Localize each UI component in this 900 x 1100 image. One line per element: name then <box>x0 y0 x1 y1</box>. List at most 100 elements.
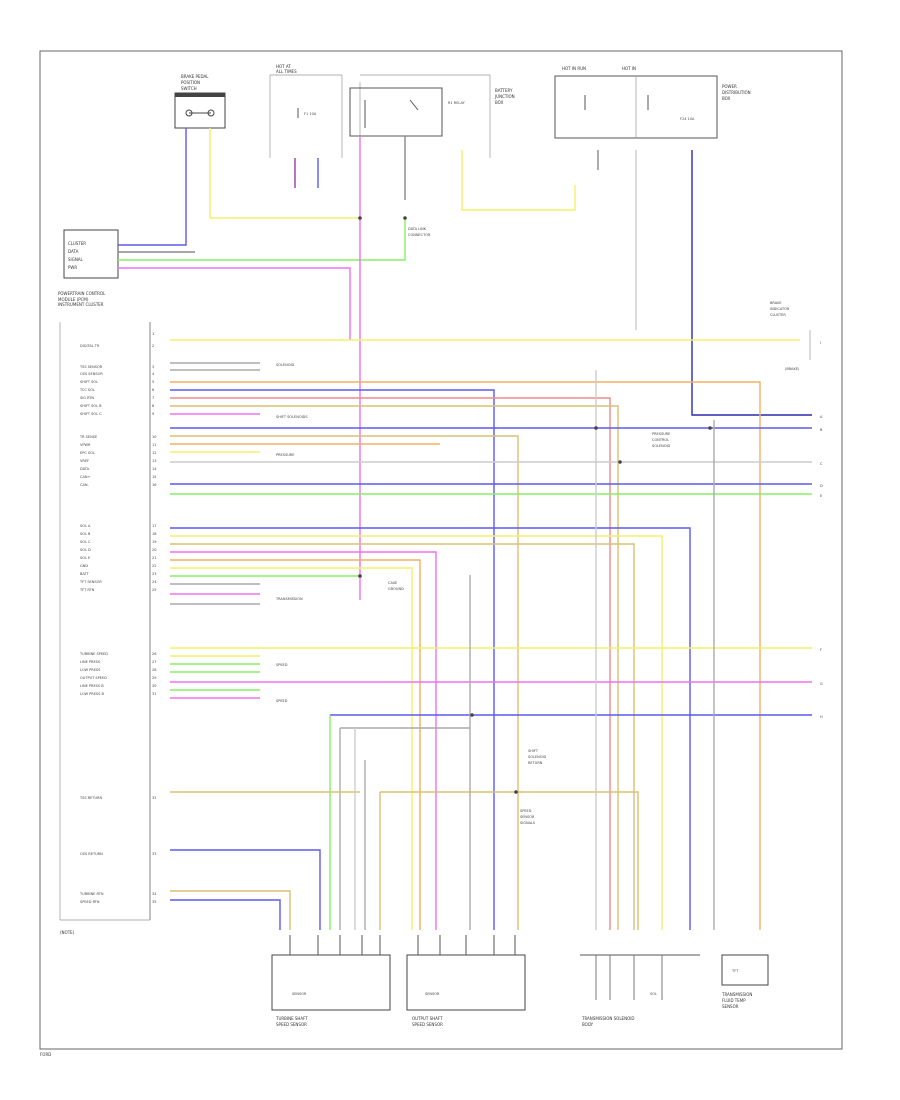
svg-text:C: C <box>820 462 823 466</box>
svg-text:INSTRUMENT CLUSTER: INSTRUMENT CLUSTER <box>58 302 104 307</box>
svg-text:SPEED SENSOR: SPEED SENSOR <box>276 1022 307 1027</box>
svg-text:SHIFT: SHIFT <box>528 749 539 753</box>
svg-text:11: 11 <box>152 443 156 447</box>
svg-text:SPEED: SPEED <box>520 809 532 813</box>
svg-text:E: E <box>820 494 822 498</box>
svg-text:25: 25 <box>152 588 156 592</box>
svg-text:26: 26 <box>152 652 156 656</box>
svg-text:34: 34 <box>152 892 157 896</box>
svg-text:BODY: BODY <box>582 1022 594 1027</box>
instrument-cluster: CLUSTER DATA SIGNAL PWR INSTRUMENT CLUST… <box>58 229 119 307</box>
svg-text:TRANSMISSION: TRANSMISSION <box>721 992 752 997</box>
svg-text:PRESSURE: PRESSURE <box>276 453 294 457</box>
svg-text:PWR: PWR <box>68 265 77 270</box>
svg-text:SPEED: SPEED <box>276 663 288 667</box>
svg-text:DATA: DATA <box>68 249 79 254</box>
transmission-solenoid-body: SOL TRANSMISSION SOLENOID BODY <box>580 954 700 1027</box>
svg-text:TSS RETURN: TSS RETURN <box>79 796 102 800</box>
svg-text:SOLENOID: SOLENOID <box>276 363 295 367</box>
svg-text:SPEED RTN: SPEED RTN <box>80 900 100 904</box>
svg-text:15: 15 <box>152 475 156 479</box>
svg-text:SPEED SENSOR: SPEED SENSOR <box>412 1022 443 1027</box>
svg-text:D: D <box>820 484 823 488</box>
svg-text:12: 12 <box>152 451 156 455</box>
svg-text:LINE PRESS B: LINE PRESS B <box>80 684 104 688</box>
svg-text:6: 6 <box>152 388 154 392</box>
svg-text:27: 27 <box>152 660 156 664</box>
svg-text:2: 2 <box>152 344 154 348</box>
svg-text:SENSOR: SENSOR <box>722 1004 739 1009</box>
svg-text:(BRAKE): (BRAKE) <box>785 367 800 371</box>
svg-text:CONTROL: CONTROL <box>652 438 669 442</box>
diagram-frame <box>39 50 843 1050</box>
svg-text:29: 29 <box>152 676 156 680</box>
svg-text:CAN-: CAN- <box>80 483 89 487</box>
svg-text:TFT: TFT <box>731 969 739 973</box>
svg-text:17: 17 <box>152 524 156 528</box>
transmission-sensor-2: SENSOR OUTPUT SHAFT SPEED SENSOR <box>406 935 526 1027</box>
svg-text:I: I <box>820 341 821 345</box>
svg-text:R1 RELAY: R1 RELAY <box>448 101 466 105</box>
svg-text:TRANSMISSION: TRANSMISSION <box>275 597 303 601</box>
svg-text:SHIFT SOL C: SHIFT SOL C <box>80 412 102 416</box>
svg-text:SHIFT SOLENOIDS: SHIFT SOLENOIDS <box>276 415 308 419</box>
svg-text:SOL A: SOL A <box>80 524 91 528</box>
svg-text:10: 10 <box>152 435 156 439</box>
pcm-pin-labels: DIGITAL TR TSS SENSOR OSS SENSOR SHIFT S… <box>79 344 108 904</box>
svg-text:SENSOR: SENSOR <box>425 992 440 996</box>
svg-text:35: 35 <box>152 900 156 904</box>
svg-text:SPEED: SPEED <box>276 699 288 703</box>
svg-text:8: 8 <box>152 404 154 408</box>
svg-text:3: 3 <box>152 365 154 369</box>
svg-text:SOL C: SOL C <box>80 540 91 544</box>
svg-text:DATA LINK: DATA LINK <box>408 227 427 231</box>
svg-text:GROUND: GROUND <box>388 587 404 591</box>
svg-text:CLUSTER: CLUSTER <box>770 313 786 317</box>
svg-text:F24 10A: F24 10A <box>680 117 695 121</box>
svg-text:VREF: VREF <box>80 459 89 463</box>
wires <box>118 128 812 930</box>
svg-text:CLUSTER: CLUSTER <box>68 241 86 246</box>
svg-text:DISTRIBUTION: DISTRIBUTION <box>722 90 751 95</box>
svg-text:HOT IN: HOT IN <box>622 66 636 71</box>
svg-text:TURBINE RTN: TURBINE RTN <box>79 892 104 896</box>
svg-text:23: 23 <box>152 572 156 576</box>
svg-text:POWER: POWER <box>722 84 737 89</box>
svg-text:RETURN: RETURN <box>528 761 543 765</box>
transmission-sensor-1: SENSOR TURBINE SHAFT SPEED SENSOR <box>271 935 391 1027</box>
svg-text:SENSOR: SENSOR <box>292 992 307 996</box>
svg-text:DIGITAL TR: DIGITAL TR <box>80 344 100 348</box>
svg-text:16: 16 <box>152 483 156 487</box>
svg-text:BATT: BATT <box>80 572 90 576</box>
svg-text:OSS SENSOR: OSS SENSOR <box>80 372 103 376</box>
svg-text:OUTPUT SHAFT: OUTPUT SHAFT <box>412 1016 443 1021</box>
brake-pedal-switch: BRAKE PEDAL POSITION SWITCH <box>174 74 226 129</box>
svg-text:32: 32 <box>152 796 156 800</box>
svg-text:CAN+: CAN+ <box>80 475 90 479</box>
svg-text:CASE: CASE <box>388 581 397 585</box>
svg-text:B: B <box>820 428 823 432</box>
svg-text:28: 28 <box>152 668 156 672</box>
svg-text:TFT SENSOR: TFT SENSOR <box>79 580 102 584</box>
svg-text:F: F <box>820 648 822 652</box>
svg-text:14: 14 <box>152 467 157 471</box>
svg-text:G: G <box>820 682 823 686</box>
svg-text:TRANSMISSION SOLENOID: TRANSMISSION SOLENOID <box>581 1016 634 1021</box>
footer-note: (NOTE) <box>60 930 75 935</box>
svg-text:FLUID TEMP: FLUID TEMP <box>722 998 746 1003</box>
svg-text:F1 10A: F1 10A <box>304 112 317 116</box>
svg-text:24: 24 <box>152 580 157 584</box>
svg-text:TURBINE SPEED: TURBINE SPEED <box>79 652 108 656</box>
svg-text:LOW PRESS B: LOW PRESS B <box>80 692 104 696</box>
fluid-temperature-sensor: TFT TRANSMISSION FLUID TEMP SENSOR <box>721 954 769 1009</box>
svg-text:GND: GND <box>80 564 88 568</box>
right-side-callouts: BRAKE INDICATOR CLUSTER (BRAKE) A B C D … <box>770 301 823 719</box>
svg-text:OUTPUT SPEED: OUTPUT SPEED <box>80 676 107 680</box>
svg-text:TCC SOL: TCC SOL <box>79 388 95 392</box>
svg-text:7: 7 <box>152 396 154 400</box>
svg-text:H: H <box>820 715 823 719</box>
svg-text:SOL: SOL <box>650 992 657 996</box>
svg-text:DATA: DATA <box>80 467 90 471</box>
